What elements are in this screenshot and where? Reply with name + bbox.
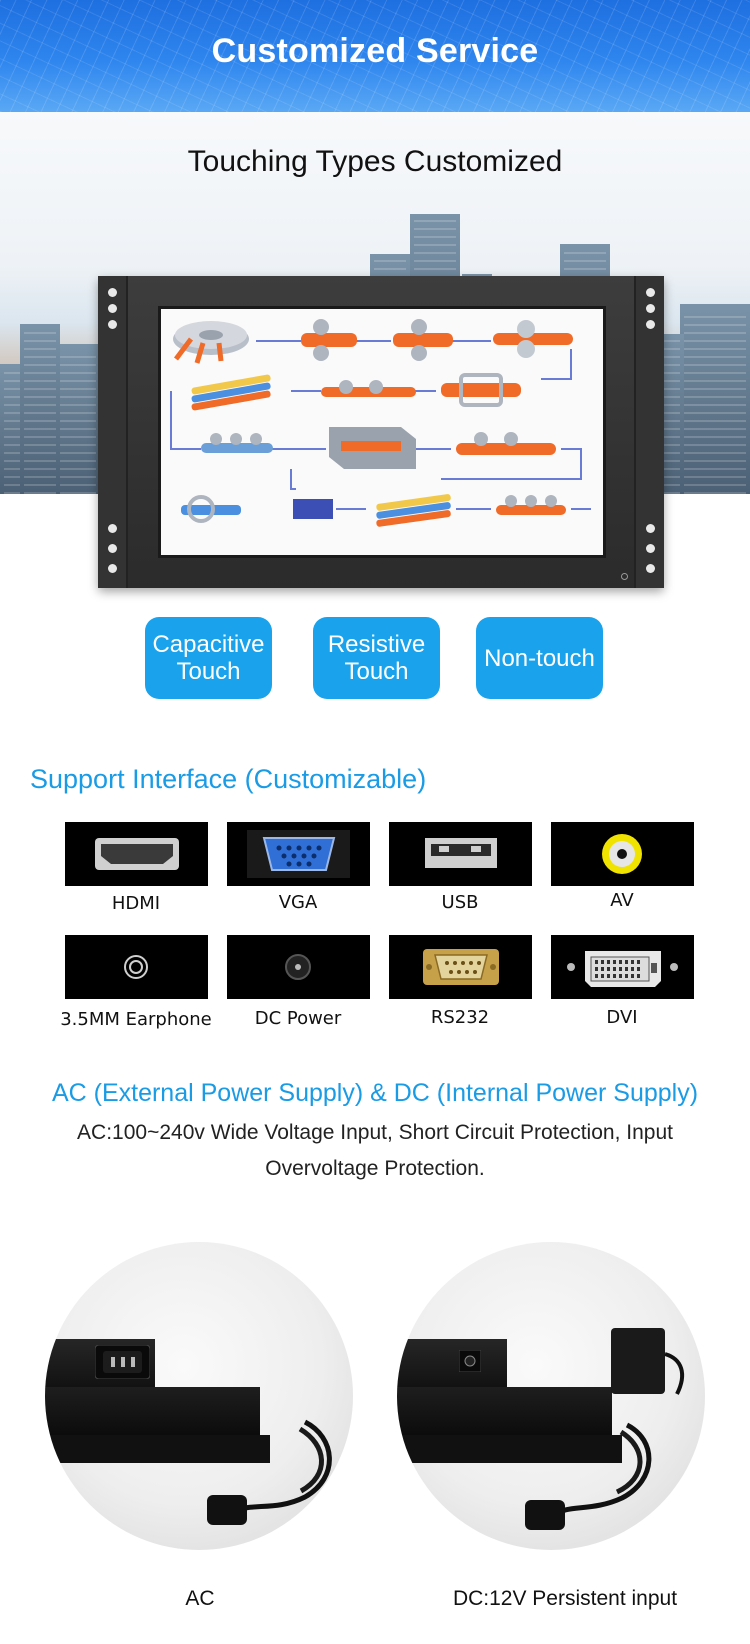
monitor-right-bracket bbox=[634, 276, 664, 588]
dc-label: DC:12V Persistent input bbox=[452, 1587, 678, 1610]
hdmi-label: HDMI bbox=[111, 893, 161, 914]
power-supply-description: AC:100~240v Wide Voltage Input, Short Ci… bbox=[77, 1121, 673, 1180]
vga-label: VGA bbox=[278, 892, 318, 913]
power-supply-title: AC (External Power Supply) & DC (Interna… bbox=[51, 1079, 699, 1107]
power-led-icon bbox=[621, 573, 628, 580]
touch-type-capacitive[interactable]: Capacitive Touch bbox=[145, 617, 272, 699]
dvi-port-icon bbox=[551, 935, 694, 999]
dc-power-jack-icon bbox=[227, 935, 370, 999]
rs232-port-icon bbox=[389, 935, 532, 999]
banner-title: Customized Service bbox=[211, 32, 539, 70]
earphone-label: 3.5MM Earphone bbox=[60, 1009, 212, 1030]
monitor-screen-diagram bbox=[158, 306, 606, 558]
monitor-left-bracket bbox=[98, 276, 128, 588]
usb-label: USB bbox=[441, 892, 479, 913]
touch-type-non-touch[interactable]: Non-touch bbox=[476, 617, 603, 699]
top-banner: Customized Service bbox=[0, 0, 750, 112]
hdmi-port-icon bbox=[65, 822, 208, 886]
av-label: AV bbox=[610, 890, 634, 911]
monitor-product-image bbox=[98, 276, 664, 588]
dvi-label: DVI bbox=[606, 1007, 638, 1028]
av-port-icon bbox=[551, 822, 694, 886]
ac-label: AC bbox=[185, 1587, 215, 1610]
banner-grid-pattern bbox=[0, 0, 750, 112]
dc-power-label: DC Power bbox=[254, 1008, 342, 1029]
touch-type-resistive[interactable]: Resistive Touch bbox=[313, 617, 440, 699]
usb-port-icon bbox=[389, 822, 532, 886]
rs232-label: RS232 bbox=[430, 1007, 490, 1028]
hero-subtitle: Touching Types Customized bbox=[187, 145, 563, 178]
ac-power-image bbox=[45, 1242, 353, 1550]
vga-port-icon bbox=[227, 822, 370, 886]
dc-power-image bbox=[397, 1242, 705, 1550]
earphone-jack-icon bbox=[65, 935, 208, 999]
interface-section-title: Support Interface (Customizable) bbox=[30, 764, 427, 794]
